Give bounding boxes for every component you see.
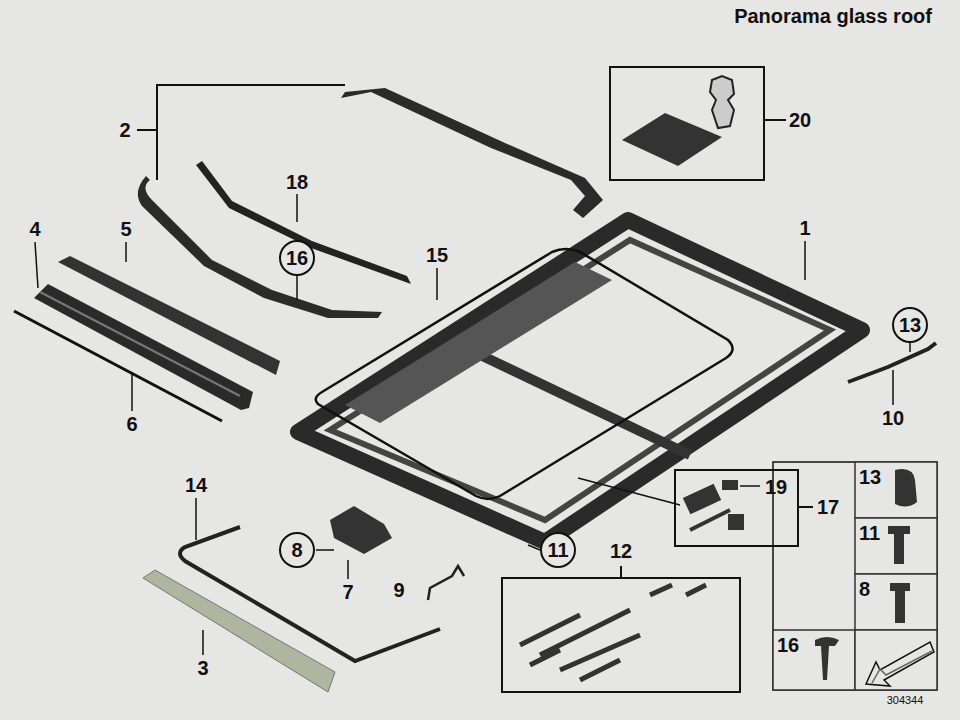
callout-number: 16 <box>777 635 799 655</box>
callout-number: 13 <box>859 467 881 487</box>
callout-number: 17 <box>817 497 839 517</box>
callout-number: 1 <box>799 218 810 238</box>
table-cell: 13 <box>855 462 937 518</box>
callout-number: 8 <box>859 579 870 599</box>
callout-number: 9 <box>393 580 404 600</box>
table-cell: 11 <box>855 518 937 574</box>
callout-number: 16 <box>286 248 308 268</box>
callout-number: 8 <box>291 540 302 560</box>
table-cell: 16 <box>773 630 855 690</box>
callout-number: 12 <box>610 541 632 561</box>
callout-circle: 11 <box>540 532 576 568</box>
callout-circle: 8 <box>279 532 315 568</box>
callout-circle: 13 <box>892 307 928 343</box>
callout-number: 2 <box>119 120 130 140</box>
callout-number: 5 <box>120 219 131 239</box>
drawing-number: 304344 <box>887 695 924 706</box>
callout-number: 11 <box>859 523 880 543</box>
callout-number: 20 <box>789 110 811 130</box>
callout-number: 4 <box>29 219 40 239</box>
callout-number: 11 <box>547 540 568 560</box>
callout-number: 18 <box>286 172 308 192</box>
table-cell: 8 <box>855 574 937 630</box>
callout-number: 10 <box>882 408 904 428</box>
callout-circle: 16 <box>279 240 315 276</box>
callout-number: 15 <box>426 245 448 265</box>
callout-number: 14 <box>185 475 207 495</box>
callout-number: 6 <box>126 414 137 434</box>
callout-number: 19 <box>765 477 787 497</box>
callout-number: 7 <box>342 582 353 602</box>
callout-number: 3 <box>197 658 208 678</box>
diagram-title: Panorama glass roof <box>734 6 932 26</box>
callout-number: 13 <box>899 315 921 335</box>
